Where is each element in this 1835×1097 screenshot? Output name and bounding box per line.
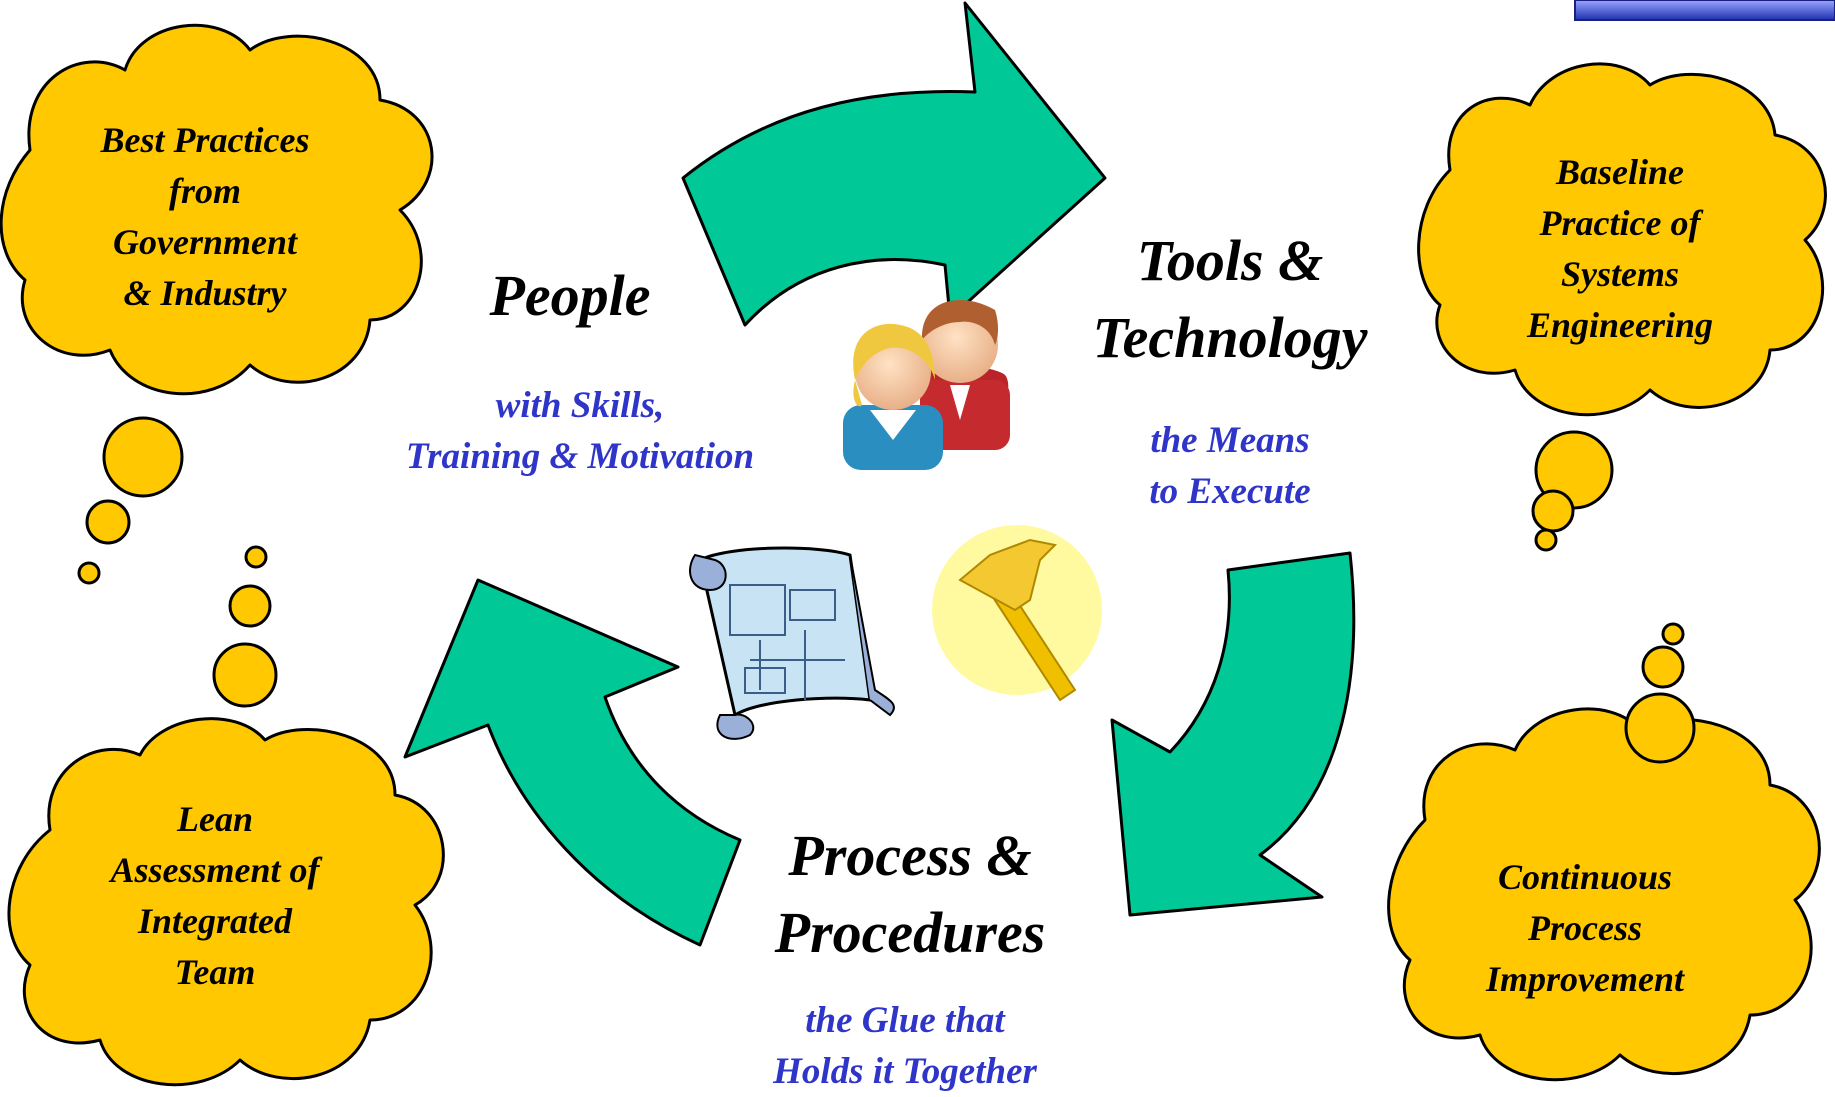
cloud-line: Process <box>1528 908 1642 948</box>
tools-subtitle-line: the Means <box>1150 420 1310 461</box>
arrow-tools-to-process <box>1110 551 1356 917</box>
tools-title-line: Tools & <box>1136 228 1324 293</box>
cloud-top-left <box>0 23 434 585</box>
tools-title: Tools & Technology <box>1060 222 1400 376</box>
process-subtitle: the Glue that Holds it Together <box>710 995 1100 1097</box>
tools-subtitle-line: to Execute <box>1149 471 1311 512</box>
process-subtitle-line: Holds it Together <box>773 1051 1037 1092</box>
cloud-text-bottom-right: Continuous Process Improvement <box>1420 852 1750 1005</box>
cloud-line: Government <box>113 222 297 262</box>
cloud-line: Integrated <box>137 901 292 941</box>
cloud-bottom-right <box>1387 622 1821 1082</box>
process-title-line: Process & <box>788 823 1032 888</box>
people-subtitle-line: Training & Motivation <box>405 436 755 477</box>
cloud-line: Baseline <box>1555 152 1684 192</box>
people-subtitle: with Skills, Training & Motivation <box>360 380 800 482</box>
blueprint-icon <box>689 546 895 740</box>
people-icon <box>843 300 1010 470</box>
arrow-process-to-people <box>403 578 742 947</box>
cloud-line: Lean <box>177 799 253 839</box>
cloud-line: from <box>169 171 241 211</box>
cloud-text-bottom-left: Lean Assessment of Integrated Team <box>50 794 380 998</box>
cloud-line: Improvement <box>1486 959 1684 999</box>
tools-title-line: Technology <box>1092 305 1368 370</box>
cloud-line: & Industry <box>123 273 287 313</box>
cloud-line: Continuous <box>1497 857 1673 897</box>
cloud-line: Practice of <box>1539 203 1701 243</box>
process-subtitle-line: the Glue that <box>805 1000 1005 1041</box>
process-title: Process & Procedures <box>740 817 1080 971</box>
cloud-top-right <box>1417 62 1827 552</box>
people-subtitle-line: with Skills, <box>495 385 665 426</box>
cloud-bottom-left <box>7 545 445 1087</box>
logo-fragment <box>1574 0 1835 21</box>
hammer-icon <box>932 525 1102 702</box>
cloud-line: Team <box>174 952 256 992</box>
cloud-line: Systems <box>1560 254 1679 294</box>
process-title-line: Procedures <box>774 900 1046 965</box>
cloud-line: Best Practices <box>100 120 310 160</box>
cloud-line: Assessment of <box>110 850 320 890</box>
cloud-text-top-right: Baseline Practice of Systems Engineering <box>1455 147 1785 351</box>
cloud-text-top-left: Best Practices from Government & Industr… <box>40 115 370 319</box>
tools-subtitle: the Means to Execute <box>1080 415 1380 517</box>
arrow-people-to-tools <box>681 1 1107 327</box>
people-title: People <box>489 263 651 328</box>
cloud-line: Engineering <box>1526 305 1714 345</box>
